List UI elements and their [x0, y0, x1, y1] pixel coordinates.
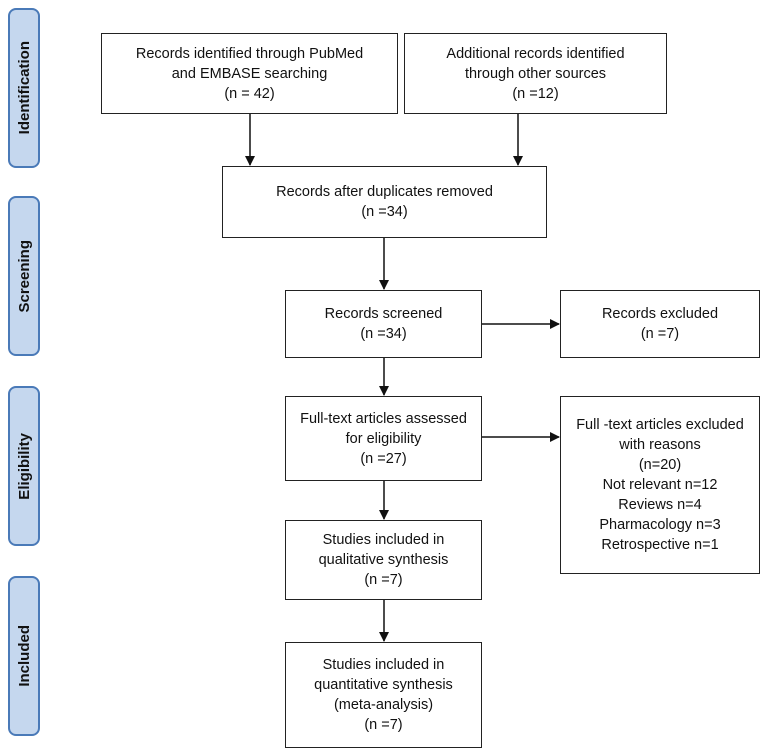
fulltext-assessed-line1: Full-text articles assessed — [300, 410, 467, 427]
fulltext-assessed-box: Full-text articles assessed for eligibil… — [285, 396, 482, 481]
phase-eligibility: Eligibility — [8, 386, 40, 546]
records-excluded-box: Records excluded (n =7) — [560, 290, 760, 358]
fulltext-excluded-line1: Full -text articles excluded — [576, 417, 744, 433]
fulltext-excluded-line2: with reasons — [619, 437, 701, 453]
quantitative-line3: (meta-analysis) — [333, 697, 434, 713]
additional-records-box: Additional records identified through ot… — [404, 33, 667, 114]
duplicates-removed-count: (n =34) — [361, 204, 408, 220]
phase-screening: Screening — [8, 196, 40, 356]
quantitative-line2: quantitative synthesis — [314, 677, 453, 693]
duplicates-removed-box: Records after duplicates removed (n =34) — [222, 166, 547, 238]
reason-retrospective: Retrospective n=1 — [601, 537, 719, 553]
records-pubmed-count: (n = 42) — [224, 85, 275, 102]
reason-pharmacology: Pharmacology n=3 — [599, 517, 721, 533]
records-excluded-label: Records excluded — [601, 306, 719, 322]
quantitative-count: (n =7) — [364, 717, 403, 733]
duplicates-removed-label: Records after duplicates removed — [276, 184, 493, 200]
qualitative-line2: qualitative synthesis — [318, 552, 449, 568]
quantitative-line1: Studies included in — [322, 657, 445, 673]
qualitative-synthesis-box: Studies included in qualitative synthesi… — [285, 520, 482, 600]
records-screened-box: Records screened (n =34) — [285, 290, 482, 358]
phase-included: Included — [8, 576, 40, 736]
qualitative-count: (n =7) — [364, 572, 403, 588]
reason-not-relevant: Not relevant n=12 — [602, 477, 718, 493]
records-screened-label: Records screened — [324, 306, 443, 322]
fulltext-excluded-count: (n=20) — [638, 457, 682, 473]
reason-reviews: Reviews n=4 — [618, 497, 702, 513]
qualitative-line1: Studies included in — [322, 532, 445, 548]
records-pubmed-line1: Records identified through PubMed — [135, 45, 364, 62]
records-pubmed-line2: and EMBASE searching — [171, 65, 328, 82]
phase-identification: Identification — [8, 8, 40, 168]
records-excluded-count: (n =7) — [640, 326, 680, 342]
additional-records-count: (n =12) — [512, 85, 559, 102]
records-pubmed-embase-box: Records identified through PubMed and EM… — [101, 33, 398, 114]
fulltext-assessed-count: (n =27) — [360, 450, 407, 467]
records-screened-count: (n =34) — [360, 326, 407, 342]
fulltext-assessed-line2: for eligibility — [345, 430, 422, 447]
additional-records-line2: through other sources — [464, 65, 607, 82]
fulltext-excluded-box: Full -text articles excluded with reason… — [560, 396, 760, 574]
additional-records-line1: Additional records identified — [446, 45, 625, 62]
quantitative-synthesis-box: Studies included in quantitative synthes… — [285, 642, 482, 748]
